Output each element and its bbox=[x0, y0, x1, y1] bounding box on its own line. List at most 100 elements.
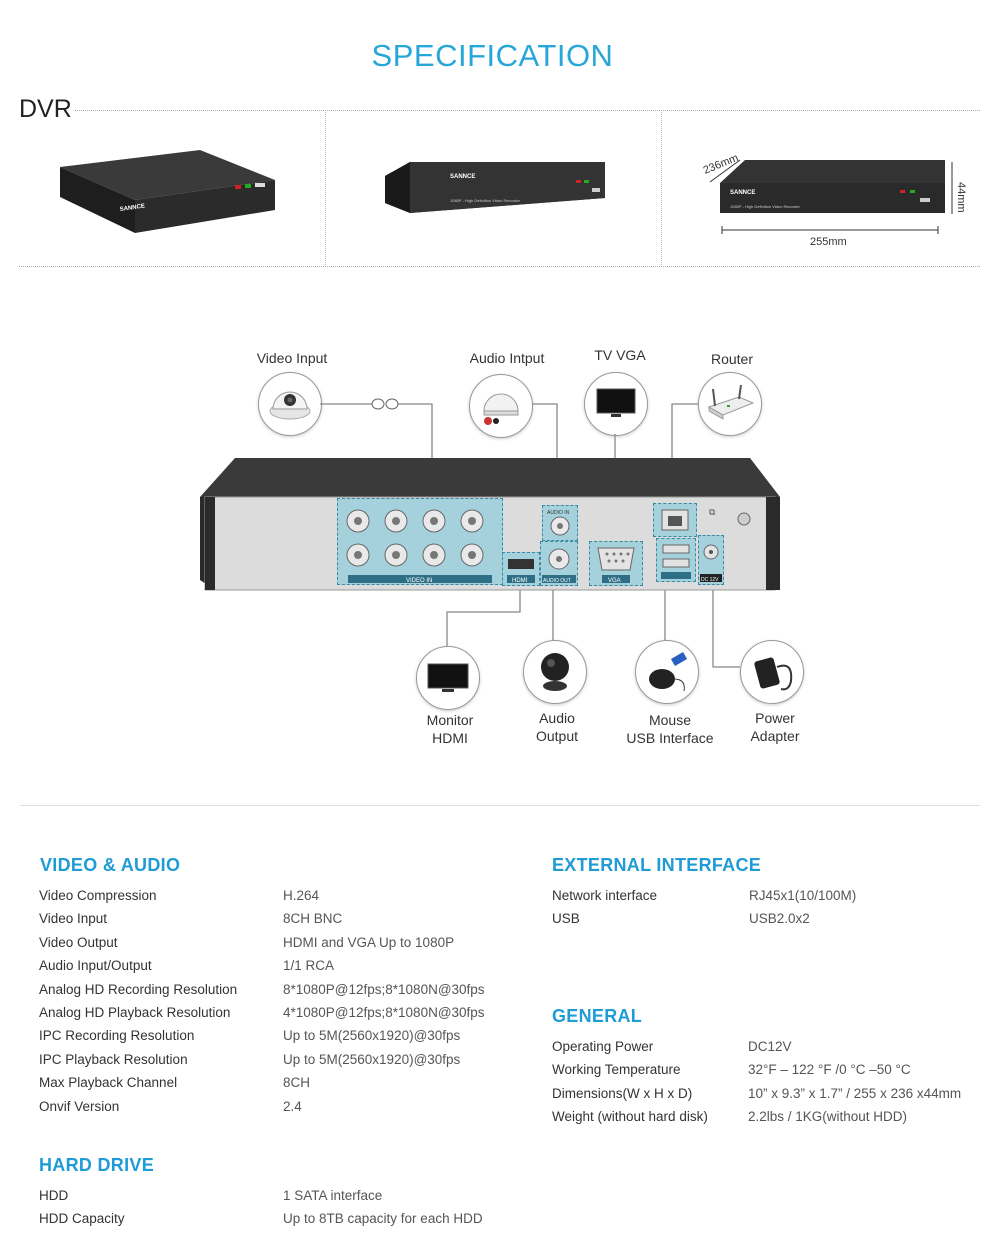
spec-row: Analog HD Playback Resolution 4*1080P@12f… bbox=[39, 1001, 519, 1024]
spec-key: Operating Power bbox=[552, 1039, 654, 1054]
microphone-icon bbox=[483, 393, 519, 425]
power-adapter-icon bbox=[754, 657, 793, 691]
mouse-icon bbox=[649, 652, 688, 692]
monitor-label: Monitor bbox=[426, 712, 474, 728]
vga-port: VGA bbox=[589, 541, 643, 586]
tv-icon bbox=[596, 388, 636, 417]
adapter-label: Adapter bbox=[750, 728, 800, 744]
brand-text: SANNCE bbox=[119, 204, 145, 213]
spec-key: Weight (without hard disk) bbox=[552, 1109, 708, 1125]
camera-circle bbox=[258, 372, 322, 436]
hdmi-port: HDMI bbox=[502, 552, 540, 586]
output-label: Output bbox=[535, 728, 579, 744]
spec-value: 8*1080P@12fps;8*1080N@30fps bbox=[283, 981, 485, 997]
speaker-circle bbox=[523, 640, 587, 704]
spec-key: Working Temperature bbox=[552, 1062, 681, 1078]
spec-row: USB USB2.0x2 bbox=[552, 907, 982, 930]
spec-key: HDD Capacity bbox=[39, 1211, 125, 1227]
audio-in-label: AUDIO IN bbox=[547, 510, 570, 516]
rj45-port bbox=[653, 503, 697, 537]
spec-key: Dimensions(W x H x D) bbox=[552, 1085, 693, 1101]
spec-value: USB2.0x2 bbox=[749, 911, 810, 927]
usb-interface-label: USB Interface bbox=[626, 730, 714, 746]
audio-label: Audio bbox=[539, 710, 575, 726]
video-input-label: Video Input bbox=[256, 350, 328, 366]
spec-value: DC12V bbox=[748, 1039, 792, 1054]
hdmi-label: HDMI bbox=[512, 578, 528, 584]
spec-value: Up to 5M(2560x1920)@30fps bbox=[283, 1028, 461, 1044]
brand-text: SANNCE bbox=[730, 190, 755, 196]
spec-key: Max Playback Channel bbox=[39, 1075, 178, 1091]
spec-value: Up to 8TB capacity for each HDD bbox=[283, 1211, 483, 1227]
spec-row: Dimensions(W x H x D) 10” x 9.3” x 1.7” /… bbox=[552, 1082, 982, 1105]
spec-value: 10” x 9.3” x 1.7” / 255 x 236 x44mm bbox=[748, 1085, 962, 1101]
dome-camera-icon bbox=[269, 391, 311, 420]
spec-value: 4*1080P@12fps;8*1080N@30fps bbox=[283, 1004, 485, 1020]
hdmi-text: HDMI bbox=[432, 730, 468, 746]
router-icon bbox=[707, 384, 755, 420]
video-audio-title: VIDEO & AUDIO bbox=[40, 855, 181, 875]
divider bbox=[75, 110, 980, 111]
video-in-label: VIDEO IN bbox=[406, 578, 432, 584]
height-dimension: 44mm bbox=[955, 182, 967, 213]
spec-value: H.264 bbox=[283, 888, 320, 903]
audio-out-port: AUDIO OUT bbox=[540, 541, 578, 586]
spec-row: Working Temperature 32°F – 122 °F /0 °C –… bbox=[552, 1058, 982, 1081]
dvr-front-image: SANNCE 1080P - High Definition Video Rec… bbox=[385, 162, 605, 213]
spec-row: HDD Capacity Up to 8TB capacity for each … bbox=[39, 1207, 519, 1230]
dvr-dimension-image: SANNCE 1080P - High Definition Video Rec… bbox=[702, 152, 967, 248]
router-circle bbox=[698, 372, 762, 436]
spec-row: Weight (without hard disk)2.2lbs / 1KG(w… bbox=[552, 1105, 982, 1128]
dvr-perspective-image: SANNCE bbox=[60, 150, 275, 233]
dc-label: DC 12V bbox=[701, 577, 719, 583]
spec-key: USB bbox=[552, 911, 580, 927]
spec-value: 2.4 bbox=[283, 1098, 302, 1114]
spec-row: Network interface RJ45x1(10/100M) bbox=[552, 884, 982, 907]
audio-out-label: AUDIO OUT bbox=[543, 578, 571, 584]
spec-value: HDMI and VGA Up to 1080P bbox=[283, 934, 455, 950]
dvr-label: DVR bbox=[19, 95, 72, 123]
divider bbox=[325, 110, 326, 267]
audio-input-label: Audio Intput bbox=[469, 350, 545, 366]
svg-text:⧉: ⧉ bbox=[709, 507, 716, 517]
external-interface-table: Network interface RJ45x1(10/100M) USB USB2.… bbox=[552, 884, 982, 931]
spec-key: Video Output bbox=[39, 934, 118, 950]
speaker-icon bbox=[541, 653, 569, 691]
audio-in-port: AUDIO IN bbox=[542, 505, 578, 541]
spec-key: Video Input bbox=[39, 911, 108, 927]
brand-text: SANNCE bbox=[450, 174, 475, 180]
spec-value: 8CH BNC bbox=[283, 911, 343, 927]
spec-row: Analog HD Recording Resolution 8*1080P@12… bbox=[39, 978, 519, 1001]
width-dimension: 255mm bbox=[810, 236, 847, 248]
audio-output-label: Audio Output bbox=[487, 709, 627, 745]
monitor-icon bbox=[427, 663, 469, 692]
video-in-ports: VIDEO IN bbox=[337, 498, 503, 585]
spec-key: IPC Playback Resolution bbox=[39, 1051, 188, 1067]
tv-vga-label: TV VGA bbox=[594, 347, 646, 363]
monitor-circle bbox=[416, 646, 480, 710]
page-title: SPECIFICATION bbox=[371, 38, 614, 73]
spec-key: Audio Input/Output bbox=[39, 958, 152, 974]
spec-row: Video Output HDMI and VGA Up to 1080P bbox=[39, 931, 519, 954]
spec-key: Network interface bbox=[552, 888, 658, 903]
spec-value: 8CH bbox=[283, 1075, 311, 1091]
spec-value: 1 SATA interface bbox=[283, 1188, 383, 1203]
external-interface-title: EXTERNAL INTERFACE bbox=[552, 855, 762, 875]
mouse-circle bbox=[635, 640, 699, 704]
spec-row: Operating Power DC12V bbox=[552, 1035, 982, 1058]
spec-value: 32°F – 122 °F /0 °C –50 °C bbox=[748, 1062, 911, 1078]
vga-label: VGA bbox=[608, 578, 621, 584]
spec-key: Analog HD Recording Resolution bbox=[39, 981, 238, 997]
spec-row: Onvif Version 2.4 bbox=[39, 1095, 519, 1118]
divider bbox=[661, 110, 662, 267]
mouse-label: Mouse bbox=[648, 712, 692, 728]
spec-key: Analog HD Playback Resolution bbox=[39, 1004, 231, 1020]
tv-circle bbox=[584, 372, 648, 436]
spec-key: Onvif Version bbox=[39, 1098, 120, 1114]
spec-value: RJ45x1(10/100M) bbox=[749, 888, 857, 903]
